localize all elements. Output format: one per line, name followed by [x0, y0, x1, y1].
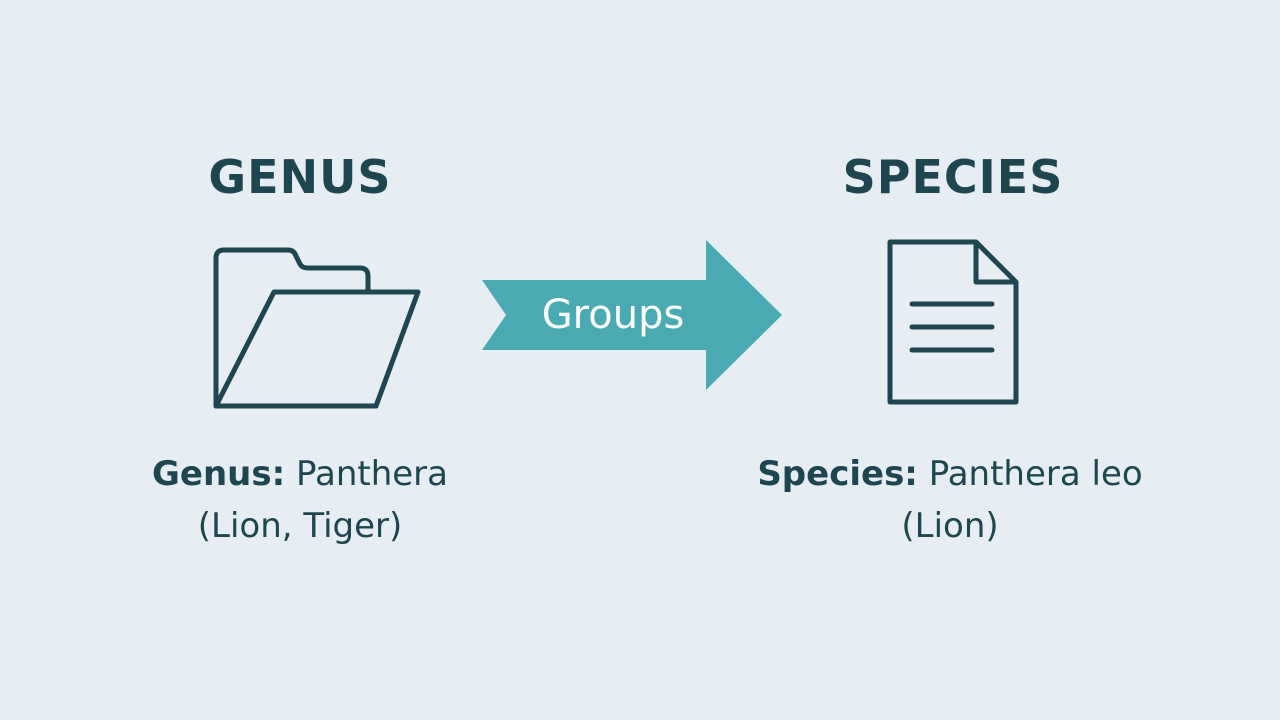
genus-caption-label: Genus:: [151, 454, 286, 494]
species-caption-value: Panthera leo: [928, 454, 1143, 494]
genus-caption-line-1: Genus: Panthera: [100, 448, 500, 500]
species-caption-line-1: Species: Panthera leo: [740, 448, 1160, 500]
genus-caption: Genus: Panthera (Lion, Tiger): [100, 448, 500, 552]
groups-arrow: [482, 240, 782, 390]
genus-heading: GENUS: [208, 150, 392, 204]
species-heading: SPECIES: [842, 150, 1064, 204]
genus-caption-value: Panthera: [296, 454, 448, 494]
folder-icon: [213, 247, 421, 409]
genus-caption-examples: (Lion, Tiger): [197, 506, 403, 546]
species-caption: Species: Panthera leo (Lion): [740, 448, 1160, 552]
groups-label: Groups: [541, 292, 685, 338]
species-caption-label: Species:: [757, 454, 918, 494]
species-caption-examples: (Lion): [901, 506, 999, 546]
document-icon: [887, 239, 1019, 405]
